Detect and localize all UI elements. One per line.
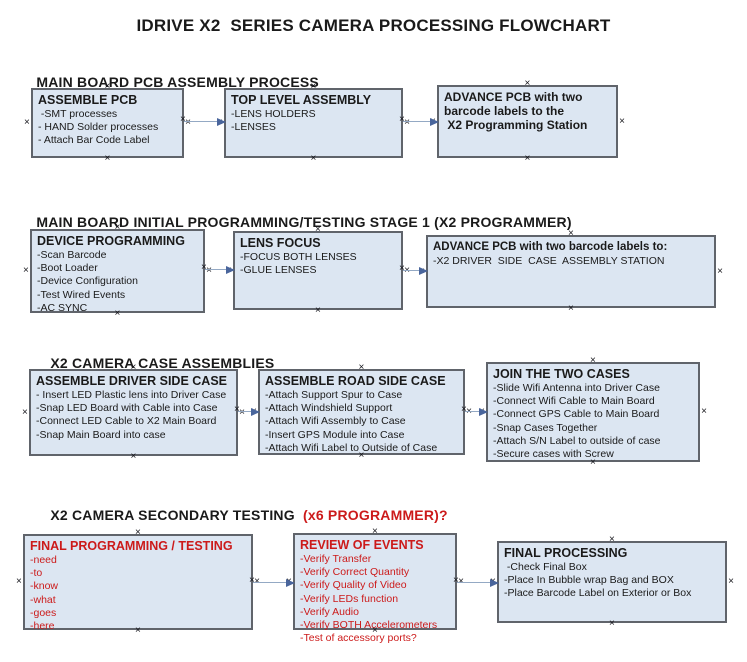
flow-box-assemble-pcb: ASSEMBLE PCB -SMT processes - HAND Solde… <box>24 82 191 164</box>
connection-handle-icon: × <box>728 576 734 587</box>
flow-arrow <box>234 405 260 416</box>
connection-handle-icon: × <box>590 355 596 366</box>
flow-arrow <box>399 264 428 275</box>
connection-handle-icon: × <box>466 406 472 417</box>
connection-handle-icon: × <box>315 305 321 316</box>
flow-box-assemble-driver-side-case: ASSEMBLE DRIVER SIDE CASE - Insert LED P… <box>22 363 245 462</box>
connection-handle-icon: × <box>358 362 365 373</box>
connection-handle-icon: × <box>239 406 245 418</box>
section-header-text: X2 CAMERA CASE ASSEMBLIES <box>50 355 275 371</box>
box-title: REVIEW OF EVENTS <box>300 538 424 552</box>
flow-box-join-the-two-cases: JOIN THE TWO CASES -Slide Wifi Antenna i… <box>479 356 707 468</box>
connection-handle-icon: × <box>609 618 615 629</box>
page-title: IDRIVE X2 SERIES CAMERA PROCESSING FLOWC… <box>136 16 611 35</box>
connection-handle-icon: × <box>717 265 723 277</box>
connection-handle-icon: × <box>23 265 29 276</box>
connection-handle-icon: × <box>310 153 317 164</box>
flow-arrow <box>180 115 226 126</box>
section-header-text: MAIN BOARD INITIAL PROGRAMMING/TESTING S… <box>36 214 572 230</box>
box-body: -Scan Barcode -Boot Loader -Device Confi… <box>37 249 138 314</box>
box-body: -LENS HOLDERS -LENSES <box>231 108 316 134</box>
box-body: - Insert LED Plastic lens into Driver Ca… <box>36 389 227 441</box>
connection-handle-icon: × <box>16 576 22 587</box>
flow-box-top-level-assembly: TOP LEVEL ASSEMBLY -LENS HOLDERS -LENSES… <box>217 82 410 164</box>
box-title: TOP LEVEL ASSEMBLY <box>231 93 372 107</box>
connection-handle-icon: × <box>524 78 531 89</box>
flow-arrow <box>249 576 295 587</box>
section-header-text: MAIN BOARD PCB ASSEMBLY PROCESS <box>36 74 319 90</box>
connection-handle-icon: × <box>619 115 625 127</box>
connection-handle-icon: × <box>524 153 531 164</box>
connection-handle-icon: × <box>568 303 574 314</box>
box-body: -Check Final Box -Place In Bubble wrap B… <box>504 561 692 600</box>
box-body: -Verify Transfer -Verify Correct Quantit… <box>300 553 438 645</box>
connection-handle-icon: × <box>609 534 615 545</box>
connection-handle-icon: × <box>701 406 707 417</box>
box-title: DEVICE PROGRAMMING <box>37 234 185 248</box>
connection-handle-icon: × <box>104 153 111 164</box>
section-header-initial-programming: MAIN BOARD INITIAL PROGRAMMING/TESTING S… <box>20 198 572 246</box>
connection-handle-icon: × <box>130 451 137 462</box>
box-title: ASSEMBLE ROAD SIDE CASE <box>265 374 446 388</box>
connection-handle-icon: × <box>22 406 28 418</box>
flow-box-device-programming: DEVICE PROGRAMMING -Scan Barcode -Boot L… <box>23 223 212 319</box>
box-title: FINAL PROCESSING <box>504 546 628 560</box>
section-header-case-assemblies: X2 CAMERA CASE ASSEMBLIES <box>34 339 274 387</box>
flow-arrow <box>399 115 439 126</box>
box-body: -Attach Support Spur to Case -Attach Win… <box>265 389 438 454</box>
box-title: ASSEMBLE DRIVER SIDE CASE <box>36 374 228 388</box>
flow-box-final-processing: FINAL PROCESSING -Check Final Box -Place… <box>490 535 734 629</box>
box-title: JOIN THE TWO CASES <box>493 367 630 381</box>
flow-box-review-of-events: REVIEW OF EVENTS -Verify Transfer -Verif… <box>286 527 464 645</box>
flow-arrow <box>461 405 488 416</box>
connection-handle-icon: × <box>185 117 191 128</box>
connection-handle-icon: × <box>206 265 212 276</box>
box-body: -SMT processes - HAND Solder processes -… <box>38 108 159 147</box>
flow-box-assemble-road-side-case: ASSEMBLE ROAD SIDE CASE -Attach Support … <box>251 363 472 461</box>
section-header-text: X2 CAMERA SECONDARY TESTING <box>50 507 295 523</box>
connection-handle-icon: × <box>24 117 30 128</box>
box-body: -FOCUS BOTH LENSES -GLUE LENSES <box>240 251 357 277</box>
box-body: -Slide Wifi Antenna into Driver Case -Co… <box>493 382 661 461</box>
flow-box-lens-focus: LENS FOCUS -FOCUS BOTH LENSES -GLUE LENS… <box>226 225 410 316</box>
flow-box-advance-pcb-programming-station: ADVANCE PCB with two barcode labels to t… <box>430 79 625 164</box>
box-title: LENS FOCUS <box>240 236 321 250</box>
connection-handle-icon: × <box>404 117 410 128</box>
box-title: ADVANCE PCB with two barcode labels to: <box>433 241 668 253</box>
box-body: -need -to -know -what -goes -here <box>30 554 59 633</box>
section-header-pcb-assembly: MAIN BOARD PCB ASSEMBLY PROCESS <box>20 58 319 106</box>
flow-box-advance-pcb-driver-side-station: ADVANCE PCB with two barcode labels to: … <box>419 229 723 314</box>
box-body: -X2 DRIVER SIDE CASE ASSEMBLY STATION <box>433 255 665 267</box>
box-title: FINAL PROGRAMMING / TESTING <box>30 539 233 553</box>
flow-arrow <box>453 576 499 587</box>
section-header-red-text: (x6 PROGRAMMER)? <box>294 507 448 523</box>
box-title: ADVANCE PCB with two barcode labels to t… <box>444 90 588 132</box>
flow-arrow <box>201 263 235 274</box>
box-title: ASSEMBLE PCB <box>38 93 138 107</box>
flow-box-final-programming-testing: FINAL PROGRAMMING / TESTING -need -to -k… <box>16 528 260 636</box>
section-header-secondary-testing: X2 CAMERA SECONDARY TESTING (x6 PROGRAMM… <box>34 491 448 539</box>
